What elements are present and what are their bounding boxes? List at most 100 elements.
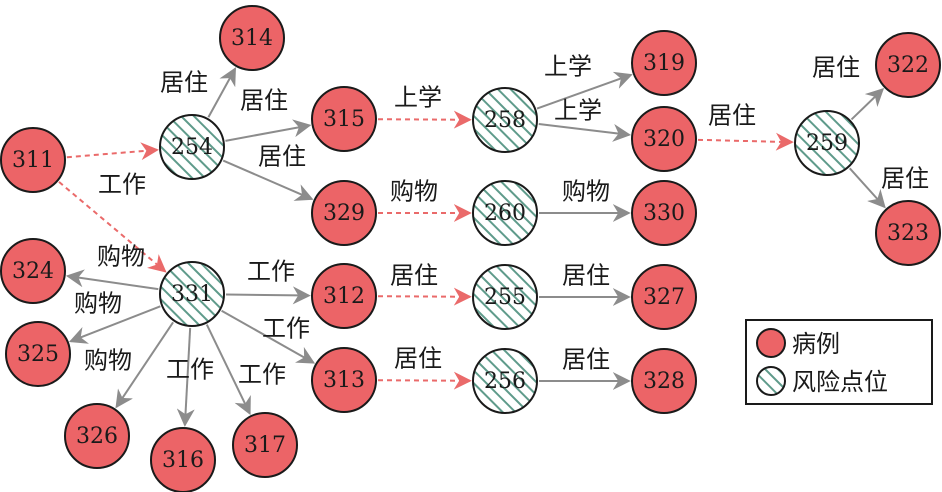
node-label: 260 bbox=[484, 201, 526, 226]
legend-risk-label: 风险点位 bbox=[792, 368, 888, 396]
edge-label-331-325: 购物 bbox=[74, 290, 122, 318]
edge-label-320-259: 居住 bbox=[708, 102, 756, 130]
node-label: 331 bbox=[171, 282, 213, 307]
node-circle bbox=[311, 86, 377, 152]
node-label: 320 bbox=[643, 127, 685, 152]
node-circle bbox=[0, 238, 66, 304]
edge-label-313-256: 居住 bbox=[394, 345, 442, 373]
risk-node-258: 258 bbox=[472, 87, 538, 153]
case-node-313: 313 bbox=[311, 347, 377, 413]
case-node-317: 317 bbox=[232, 412, 298, 478]
node-label: 322 bbox=[887, 53, 929, 78]
node-label: 315 bbox=[323, 107, 365, 132]
node-circle bbox=[311, 180, 377, 246]
node-circle bbox=[631, 30, 697, 96]
node-circle bbox=[472, 180, 538, 246]
edge-label-312-255: 居住 bbox=[390, 262, 438, 290]
edge-label-259-322: 居住 bbox=[812, 54, 860, 82]
node-label: 319 bbox=[643, 51, 685, 76]
node-circle bbox=[472, 87, 538, 153]
node-label: 259 bbox=[806, 131, 848, 156]
node-circle bbox=[232, 412, 298, 478]
case-node-319: 319 bbox=[631, 30, 697, 96]
edge-254-314 bbox=[207, 67, 236, 118]
edge-label-258-319: 上学 bbox=[544, 53, 592, 81]
node-label: 325 bbox=[17, 342, 59, 367]
node-label: 311 bbox=[12, 148, 54, 173]
edge-259-323 bbox=[849, 167, 886, 209]
node-circle bbox=[311, 263, 377, 329]
edges bbox=[58, 67, 886, 427]
edge-254-329 bbox=[222, 159, 314, 201]
edge-label-254-314: 居住 bbox=[160, 69, 208, 97]
node-circle bbox=[0, 127, 66, 193]
node-circle bbox=[219, 5, 285, 71]
edge-331-326 bbox=[115, 321, 174, 409]
node-circle bbox=[150, 427, 216, 492]
case-node-324: 324 bbox=[0, 238, 66, 304]
edge-label-255-327: 居住 bbox=[562, 262, 610, 290]
case-node-328: 328 bbox=[631, 348, 697, 414]
risk-node-254: 254 bbox=[159, 114, 225, 180]
case-node-325: 325 bbox=[5, 321, 71, 387]
edge-label-331-312: 工作 bbox=[247, 258, 295, 286]
case-node-316: 316 bbox=[150, 427, 216, 492]
node-circle bbox=[159, 261, 225, 327]
edge-259-322 bbox=[850, 88, 885, 121]
node-circle bbox=[159, 114, 225, 180]
nodes: 311 314 254 315 329 258 260 319 320 330 259 322 323 3… bbox=[0, 5, 941, 492]
edge-labels: 工作居住居住居住上学购物上学上学购物居住居住居住购物购物购物工作工作工作工作居住… bbox=[74, 53, 929, 389]
node-circle bbox=[631, 180, 697, 246]
edge-311-254 bbox=[66, 142, 159, 161]
risk-node-255: 255 bbox=[472, 264, 538, 330]
node-label: 316 bbox=[162, 448, 204, 473]
edge-313-256 bbox=[377, 371, 472, 390]
case-node-330: 330 bbox=[631, 180, 697, 246]
node-circle bbox=[472, 348, 538, 414]
node-circle bbox=[472, 264, 538, 330]
case-node-320: 320 bbox=[631, 106, 697, 172]
edge-331-312 bbox=[225, 286, 311, 305]
case-node-327: 327 bbox=[631, 264, 697, 330]
node-circle bbox=[64, 403, 130, 469]
edge-331-316 bbox=[176, 327, 195, 427]
node-label: 314 bbox=[231, 26, 273, 51]
case-node-326: 326 bbox=[64, 403, 130, 469]
edge-label-331-316: 工作 bbox=[166, 356, 214, 384]
edge-320-259 bbox=[697, 132, 794, 151]
edge-label-256-328: 居住 bbox=[562, 346, 610, 374]
edge-label-329-260: 购物 bbox=[390, 178, 438, 206]
case-node-311: 311 bbox=[0, 127, 66, 193]
node-label: 323 bbox=[887, 221, 929, 246]
node-label: 258 bbox=[484, 108, 526, 133]
node-circle bbox=[875, 200, 941, 266]
edge-label-331-313: 工作 bbox=[262, 315, 310, 343]
node-label: 254 bbox=[171, 135, 213, 160]
node-circle bbox=[631, 348, 697, 414]
case-node-322: 322 bbox=[875, 32, 941, 98]
edge-label-331-326: 购物 bbox=[84, 347, 132, 375]
node-circle bbox=[794, 110, 860, 176]
edge-331-324 bbox=[65, 269, 159, 291]
node-label: 312 bbox=[323, 284, 365, 309]
legend-case-label: 病例 bbox=[792, 330, 840, 358]
edge-label-331-324: 购物 bbox=[97, 243, 145, 271]
edge-254-315 bbox=[225, 119, 312, 142]
node-label: 313 bbox=[323, 368, 365, 393]
risk-node-256: 256 bbox=[472, 348, 538, 414]
edge-331-317 bbox=[205, 324, 251, 416]
case-node-312: 312 bbox=[311, 263, 377, 329]
node-circle bbox=[5, 321, 71, 387]
node-circle bbox=[311, 347, 377, 413]
node-circle bbox=[875, 32, 941, 98]
node-label: 329 bbox=[323, 201, 365, 226]
node-circle bbox=[631, 264, 697, 330]
legend: 病例 风险点位 bbox=[745, 319, 933, 405]
node-label: 326 bbox=[76, 424, 118, 449]
edge-label-311-331: 工作 bbox=[98, 171, 146, 199]
legend-case-icon bbox=[756, 328, 786, 358]
edge-label-254-315: 居住 bbox=[240, 87, 288, 115]
case-node-323: 323 bbox=[875, 200, 941, 266]
edge-331-313 bbox=[221, 309, 316, 364]
